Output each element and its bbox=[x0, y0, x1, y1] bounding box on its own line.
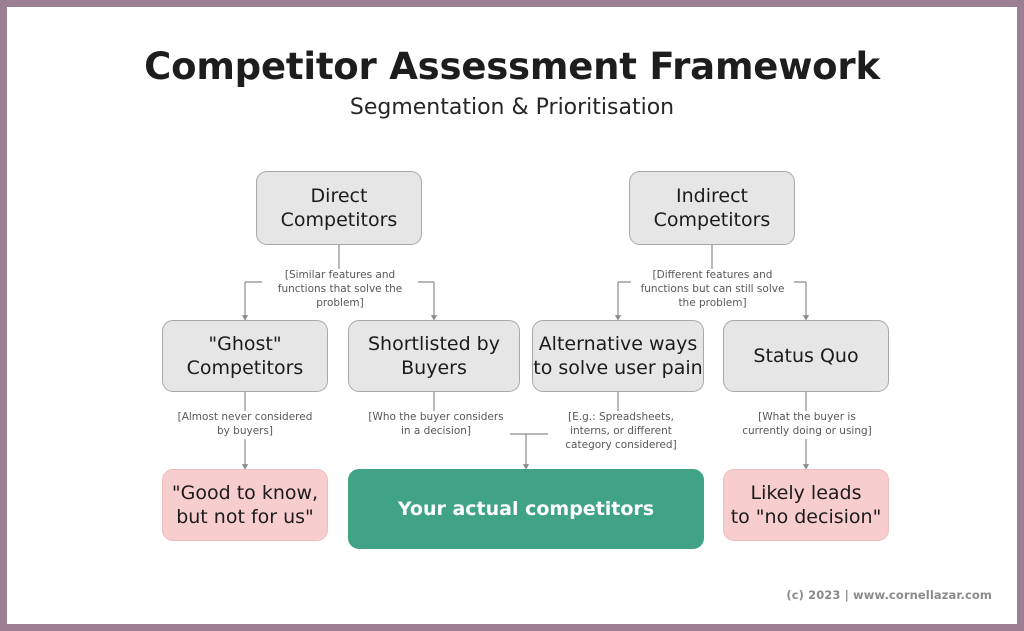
edge-note-status-quo: [What the buyer is currently doing or us… bbox=[733, 411, 881, 439]
node-indirect-competitors[interactable]: Indirect Competitors bbox=[629, 171, 795, 245]
node-likely-no-decision[interactable]: Likely leads to "no decision" bbox=[723, 469, 889, 541]
edge-note-shortlisted: [Who the buyer considers in a decision] bbox=[362, 411, 510, 439]
page-title: Competitor Assessment Framework bbox=[144, 45, 880, 88]
edge-note-alternative: [E.g.: Spreadsheets, interns, or differe… bbox=[548, 411, 694, 453]
node-shortlisted-by-buyers[interactable]: Shortlisted by Buyers bbox=[348, 320, 520, 392]
footer-credit: (c) 2023 | www.cornellazar.com bbox=[786, 588, 992, 602]
node-status-quo[interactable]: Status Quo bbox=[723, 320, 889, 392]
edge-note-ghost: [Almost never considered by buyers] bbox=[171, 411, 319, 439]
edge-note-direct: [Similar features and functions that sol… bbox=[262, 269, 418, 311]
node-your-actual-competitors[interactable]: Your actual competitors bbox=[348, 469, 704, 549]
page-subtitle: Segmentation & Prioritisation bbox=[349, 95, 675, 120]
node-direct-competitors[interactable]: Direct Competitors bbox=[256, 171, 422, 245]
node-ghost-competitors[interactable]: "Ghost" Competitors bbox=[162, 320, 328, 392]
node-good-to-know[interactable]: "Good to know, but not for us" bbox=[162, 469, 328, 541]
edge-note-indirect: [Different features and functions but ca… bbox=[631, 269, 794, 311]
node-alternative-ways[interactable]: Alternative ways to solve user pain bbox=[532, 320, 704, 392]
diagram-canvas: Competitor Assessment Framework Segmenta… bbox=[7, 7, 1017, 624]
